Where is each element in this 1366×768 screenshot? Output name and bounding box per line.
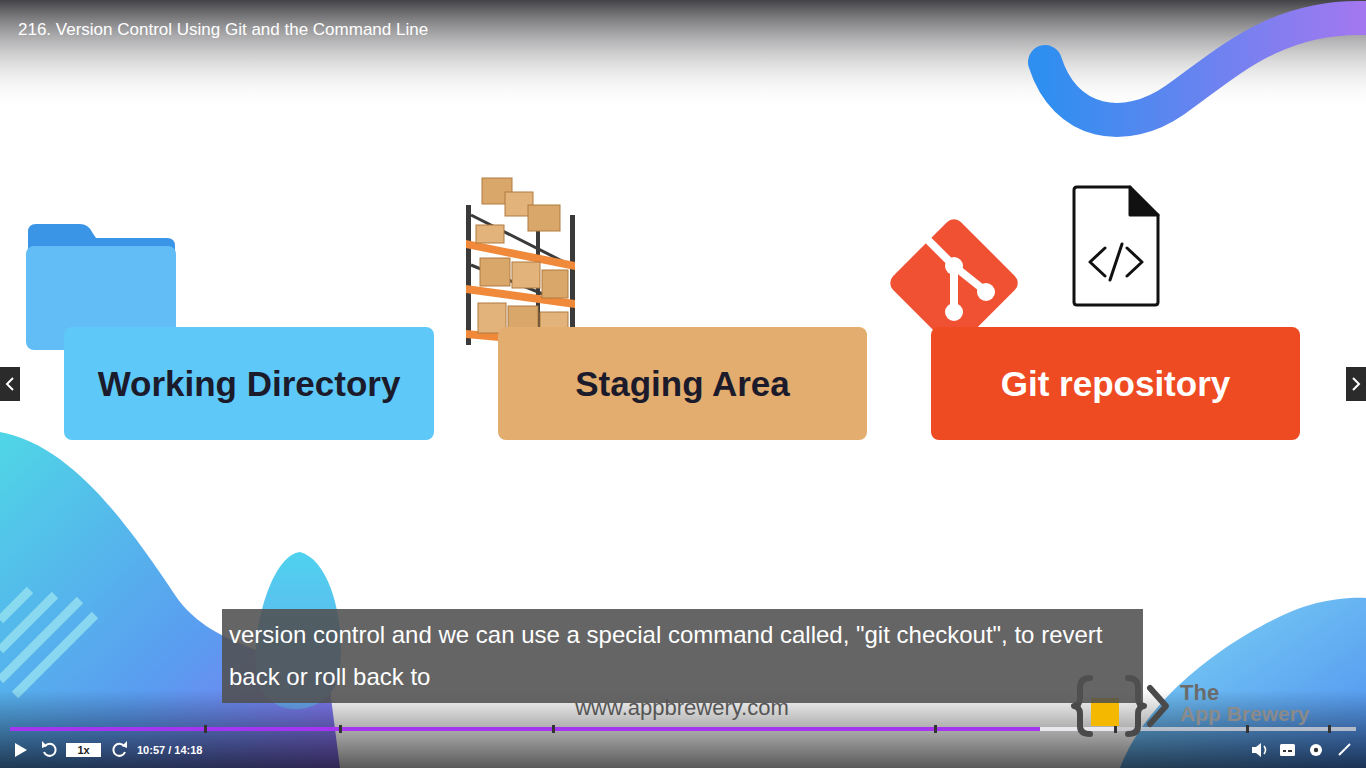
box-label: Staging Area (575, 364, 790, 404)
box-label: Working Directory (98, 364, 401, 404)
website-url: www.appbrewery.com (551, 695, 813, 721)
speed-button: 1x (66, 743, 101, 757)
slide-title: 216. Version Control Using Git and the C… (18, 20, 428, 40)
stage-box: Working Directory (64, 327, 434, 440)
time-display: 10:57 / 14:18 (137, 743, 202, 757)
box-label: Git repository (1001, 364, 1230, 404)
stage-box: Staging Area (498, 327, 867, 440)
logo-text: App Brewery (1180, 702, 1310, 726)
subtitle: version control and we can use a special… (222, 609, 1143, 703)
stage-box: Git repository (931, 327, 1300, 440)
